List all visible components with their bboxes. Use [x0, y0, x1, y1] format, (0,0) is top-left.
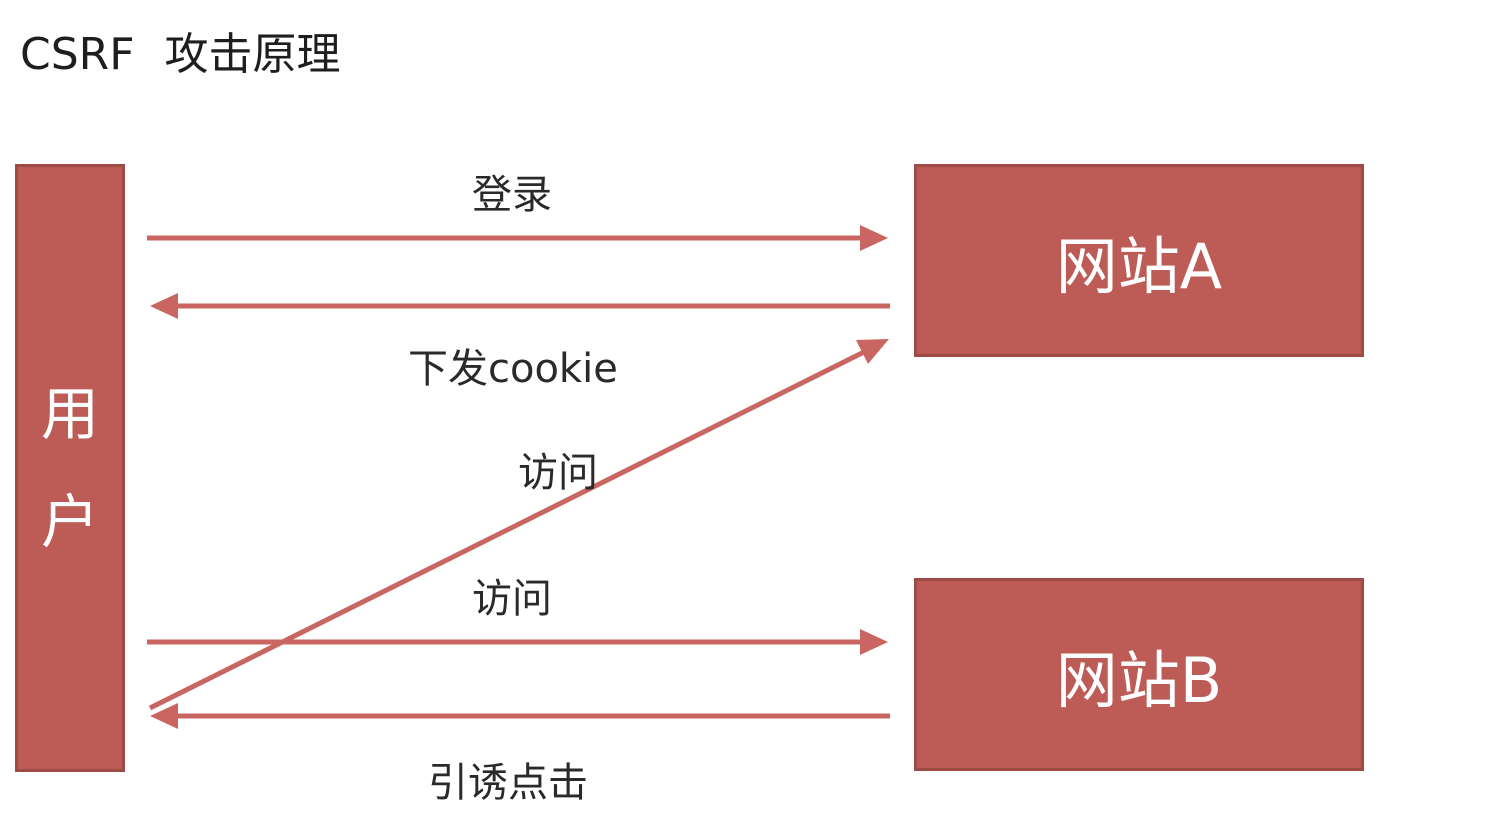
lure-arrowhead — [150, 703, 178, 729]
lure-label: 引诱点击 — [428, 760, 588, 806]
cookie-label: 下发cookie — [408, 346, 618, 392]
visit-b-label: 访问 — [472, 576, 552, 622]
visit-a-arrow — [148, 349, 866, 711]
visit-a-arrowhead — [856, 339, 889, 364]
login-label: 登录 — [472, 172, 552, 218]
user-label: 用户 — [40, 380, 99, 556]
user-node: 用户 — [15, 164, 125, 772]
visit-a-label: 访问 — [518, 450, 598, 496]
login-arrowhead — [860, 225, 888, 251]
site-a-label: 网站A — [1055, 229, 1223, 303]
diagram-title: CSRF 攻击原理 — [20, 18, 341, 82]
title-main: CSRF — [20, 29, 135, 80]
title-sub: 攻击原理 — [164, 29, 341, 80]
site-b-node: 网站B — [914, 578, 1364, 771]
site-b-label: 网站B — [1055, 643, 1223, 717]
cookie-arrowhead — [150, 293, 178, 319]
visit-b-arrowhead — [860, 629, 888, 655]
site-a-node: 网站A — [914, 164, 1364, 357]
